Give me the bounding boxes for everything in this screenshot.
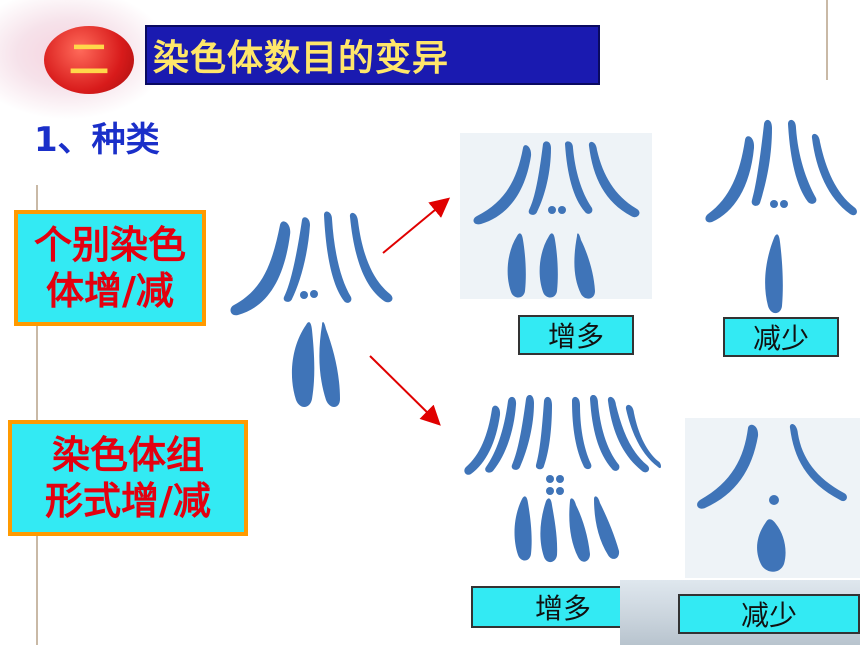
- karyotype-set-increase: [464, 395, 661, 563]
- karyotype-individual-increase: [473, 141, 640, 299]
- decorative-vertical-line-right: [826, 0, 828, 80]
- section-number: 二: [69, 37, 109, 83]
- decorative-vertical-line: [36, 185, 38, 645]
- category-set-text: 染色体组 形式增/减: [45, 433, 211, 523]
- category-individual-box: 个别染色 体增/减: [14, 210, 206, 326]
- original-karyotype: [230, 211, 393, 408]
- label-individual-increase: 增多: [518, 315, 634, 355]
- arrow-to-individual: [382, 197, 451, 254]
- karyotype-set-decrease: [697, 424, 847, 572]
- label-set-decrease: 减少: [678, 594, 860, 634]
- page-title: 染色体数目的变异: [153, 38, 450, 79]
- karyotype-individual-decrease: [705, 119, 857, 314]
- subtitle: 1、种类: [34, 120, 160, 160]
- label-individual-decrease: 减少: [723, 317, 839, 357]
- category-set-box: 染色体组 形式增/减: [8, 420, 248, 536]
- title-bar: 染色体数目的变异: [145, 25, 600, 85]
- section-number-badge: 二: [44, 26, 134, 94]
- arrow-to-set: [369, 355, 441, 426]
- category-individual-text: 个别染色 体增/减: [33, 223, 186, 313]
